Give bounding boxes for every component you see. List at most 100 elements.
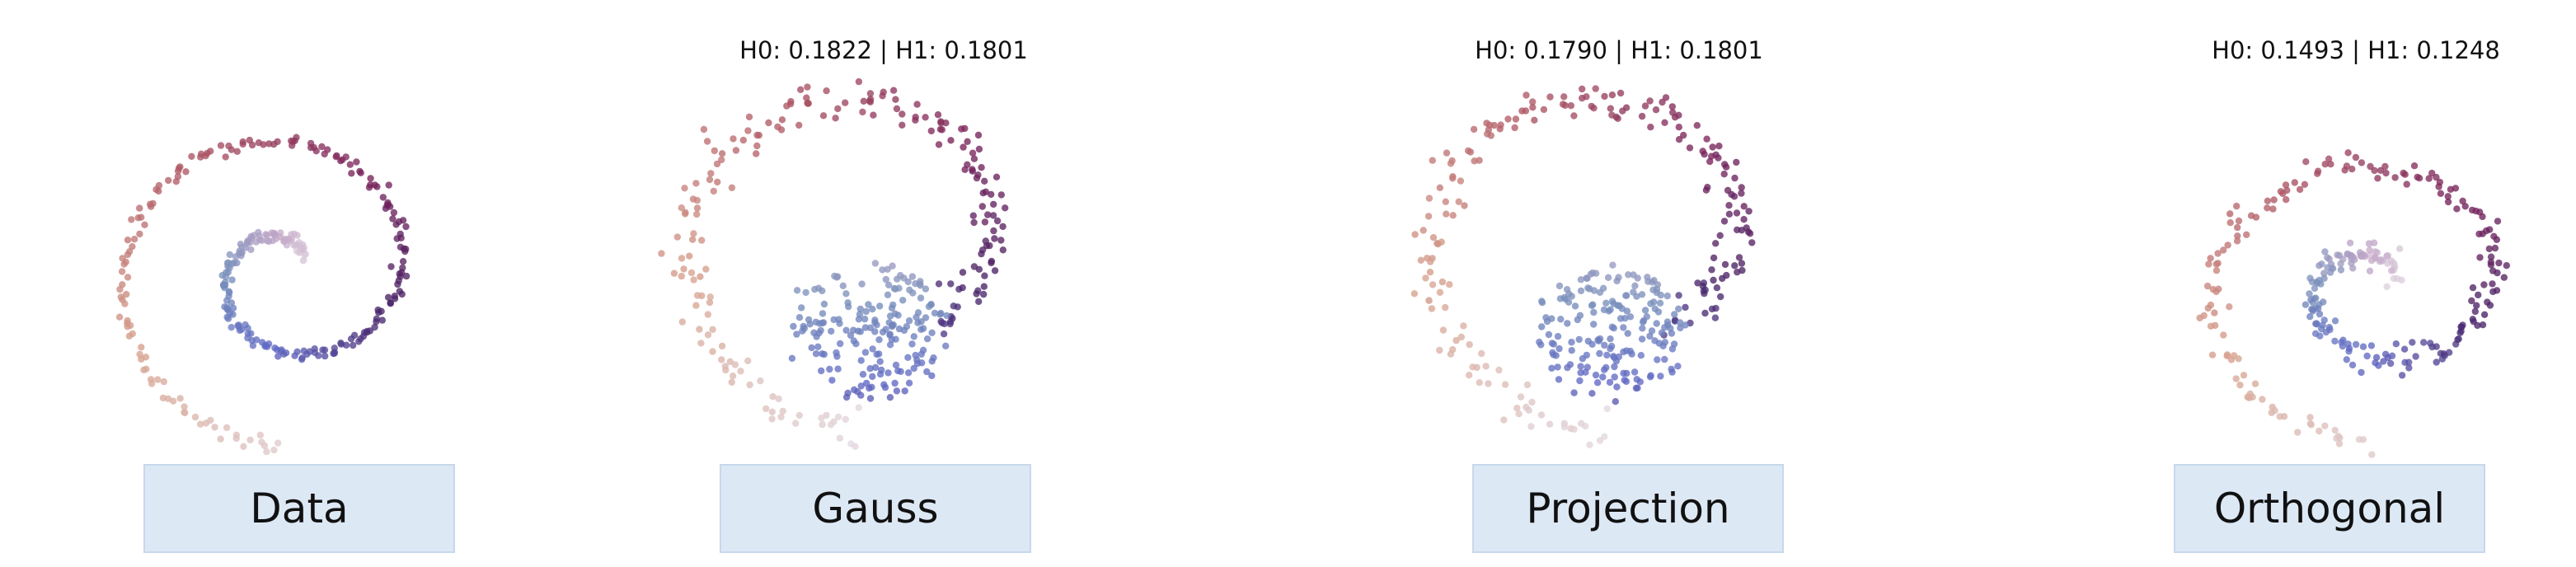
- data-point: [1548, 340, 1556, 347]
- data-point: [678, 255, 686, 262]
- data-point: [172, 178, 180, 185]
- data-point: [2318, 260, 2325, 268]
- data-point: [884, 281, 893, 288]
- data-point: [1584, 274, 1591, 283]
- data-point: [1633, 293, 1640, 300]
- data-point: [753, 150, 760, 157]
- label-text: Data: [250, 485, 349, 532]
- data-point: [815, 320, 823, 327]
- data-point: [949, 315, 956, 322]
- data-point: [1738, 260, 1746, 267]
- data-point: [373, 318, 380, 326]
- scatter-plot-data: [115, 134, 411, 456]
- data-point: [993, 217, 1002, 225]
- data-point: [1426, 269, 1434, 276]
- data-point: [1428, 305, 1436, 312]
- data-point: [899, 297, 907, 304]
- data-point: [793, 330, 800, 338]
- data-point: [946, 320, 954, 328]
- data-point: [1661, 339, 1668, 346]
- data-point: [1546, 420, 1554, 428]
- data-point: [879, 92, 886, 100]
- data-point: [2233, 202, 2241, 210]
- data-point: [1548, 364, 1555, 372]
- data-point: [140, 366, 148, 374]
- data-point: [1568, 347, 1575, 354]
- data-point: [1636, 378, 1644, 386]
- data-point: [913, 313, 920, 321]
- data-point: [739, 136, 747, 144]
- data-point: [2211, 309, 2218, 316]
- data-point: [293, 134, 300, 141]
- data-point: [1560, 423, 1569, 431]
- data-point: [704, 311, 711, 318]
- data-point: [1471, 157, 1478, 165]
- data-point: [1443, 210, 1450, 218]
- data-point: [702, 265, 710, 273]
- data-point: [1436, 346, 1443, 354]
- data-point: [693, 204, 701, 212]
- data-point: [865, 301, 872, 308]
- data-point: [842, 290, 850, 298]
- data-point: [1564, 363, 1571, 372]
- data-point: [2224, 241, 2231, 249]
- data-point: [861, 315, 869, 323]
- data-point: [1002, 204, 1009, 212]
- data-point: [2491, 244, 2499, 252]
- data-point: [258, 438, 265, 446]
- data-point: [1592, 371, 1600, 379]
- data-point: [1610, 325, 1617, 332]
- data-point: [2493, 287, 2501, 294]
- data-point: [795, 121, 803, 129]
- data-point: [837, 340, 844, 348]
- data-point: [1607, 335, 1614, 343]
- data-point: [954, 303, 961, 311]
- data-point: [969, 149, 977, 157]
- data-point: [397, 234, 405, 241]
- data-point: [240, 443, 247, 450]
- data-point: [1538, 323, 1546, 330]
- data-point: [249, 342, 257, 349]
- data-point: [1603, 405, 1611, 413]
- data-point: [1427, 258, 1434, 265]
- data-point: [710, 187, 717, 195]
- data-point: [1647, 300, 1654, 307]
- data-point: [1720, 171, 1728, 178]
- data-point: [919, 325, 927, 332]
- data-point: [2387, 267, 2395, 274]
- data-point: [1442, 303, 1449, 312]
- data-point: [293, 348, 301, 355]
- data-point: [753, 142, 761, 150]
- data-point: [2311, 284, 2319, 293]
- data-point: [811, 285, 819, 293]
- data-point: [2315, 305, 2322, 312]
- data-point: [973, 290, 980, 298]
- panel-gauss: H0: 0.1822 | H1: 0.1801 Gauss: [643, 0, 1286, 567]
- data-point: [1706, 157, 1714, 166]
- data-point: [138, 344, 145, 351]
- data-point: [855, 404, 862, 411]
- data-point: [935, 280, 943, 288]
- data-point: [337, 157, 345, 165]
- data-point: [1588, 302, 1596, 309]
- data-point: [914, 319, 922, 326]
- data-point: [1733, 209, 1741, 217]
- data-point: [1457, 333, 1465, 341]
- data-point: [2337, 260, 2344, 268]
- data-point: [2247, 212, 2255, 219]
- data-point: [693, 210, 701, 218]
- data-point: [884, 265, 891, 273]
- data-point: [2359, 343, 2367, 350]
- data-point: [1643, 313, 1650, 321]
- data-point: [2382, 169, 2390, 177]
- data-point: [2279, 190, 2287, 198]
- data-point: [1622, 377, 1631, 386]
- data-point: [819, 420, 826, 429]
- data-point: [2410, 162, 2419, 170]
- data-point: [1500, 416, 1508, 424]
- data-point: [1554, 333, 1562, 340]
- data-point: [182, 168, 190, 176]
- data-point: [2240, 372, 2248, 379]
- data-point: [818, 367, 825, 375]
- data-point: [927, 127, 935, 135]
